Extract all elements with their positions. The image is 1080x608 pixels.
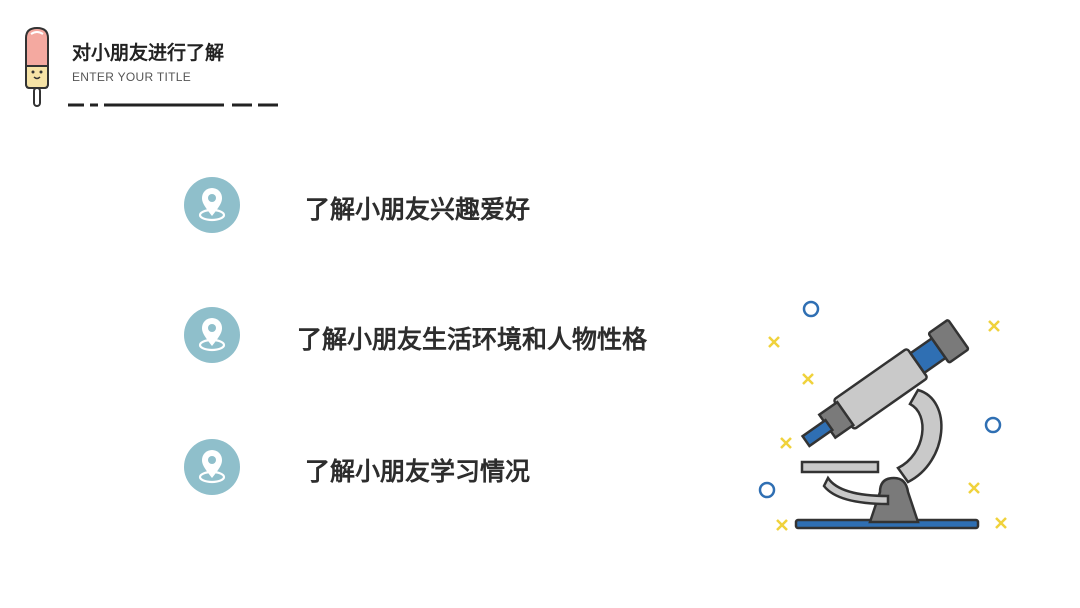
location-pin-icon <box>184 439 240 495</box>
item-label: 了解小朋友兴趣爱好 <box>305 195 531 224</box>
microscope-icon <box>758 300 1007 531</box>
slide-subtitle: ENTER YOUR TITLE <box>72 70 192 84</box>
location-pin-icon <box>184 177 240 233</box>
location-pin-icon <box>184 307 240 363</box>
list-item: 了解小朋友兴趣爱好 <box>183 176 703 236</box>
list-item: 了解小朋友生活环境和人物性格 <box>183 306 703 366</box>
item-label: 了解小朋友学习情况 <box>305 457 531 486</box>
item-label: 了解小朋友生活环境和人物性格 <box>297 325 648 354</box>
slide-title: 对小朋友进行了解 <box>72 42 225 64</box>
title-underline <box>68 103 278 107</box>
sparkle-decoration <box>758 300 1007 531</box>
list-item: 了解小朋友学习情况 <box>183 438 703 498</box>
popsicle-icon <box>25 26 49 107</box>
slide-header: 对小朋友进行了解 ENTER YOUR TITLE <box>0 0 420 120</box>
